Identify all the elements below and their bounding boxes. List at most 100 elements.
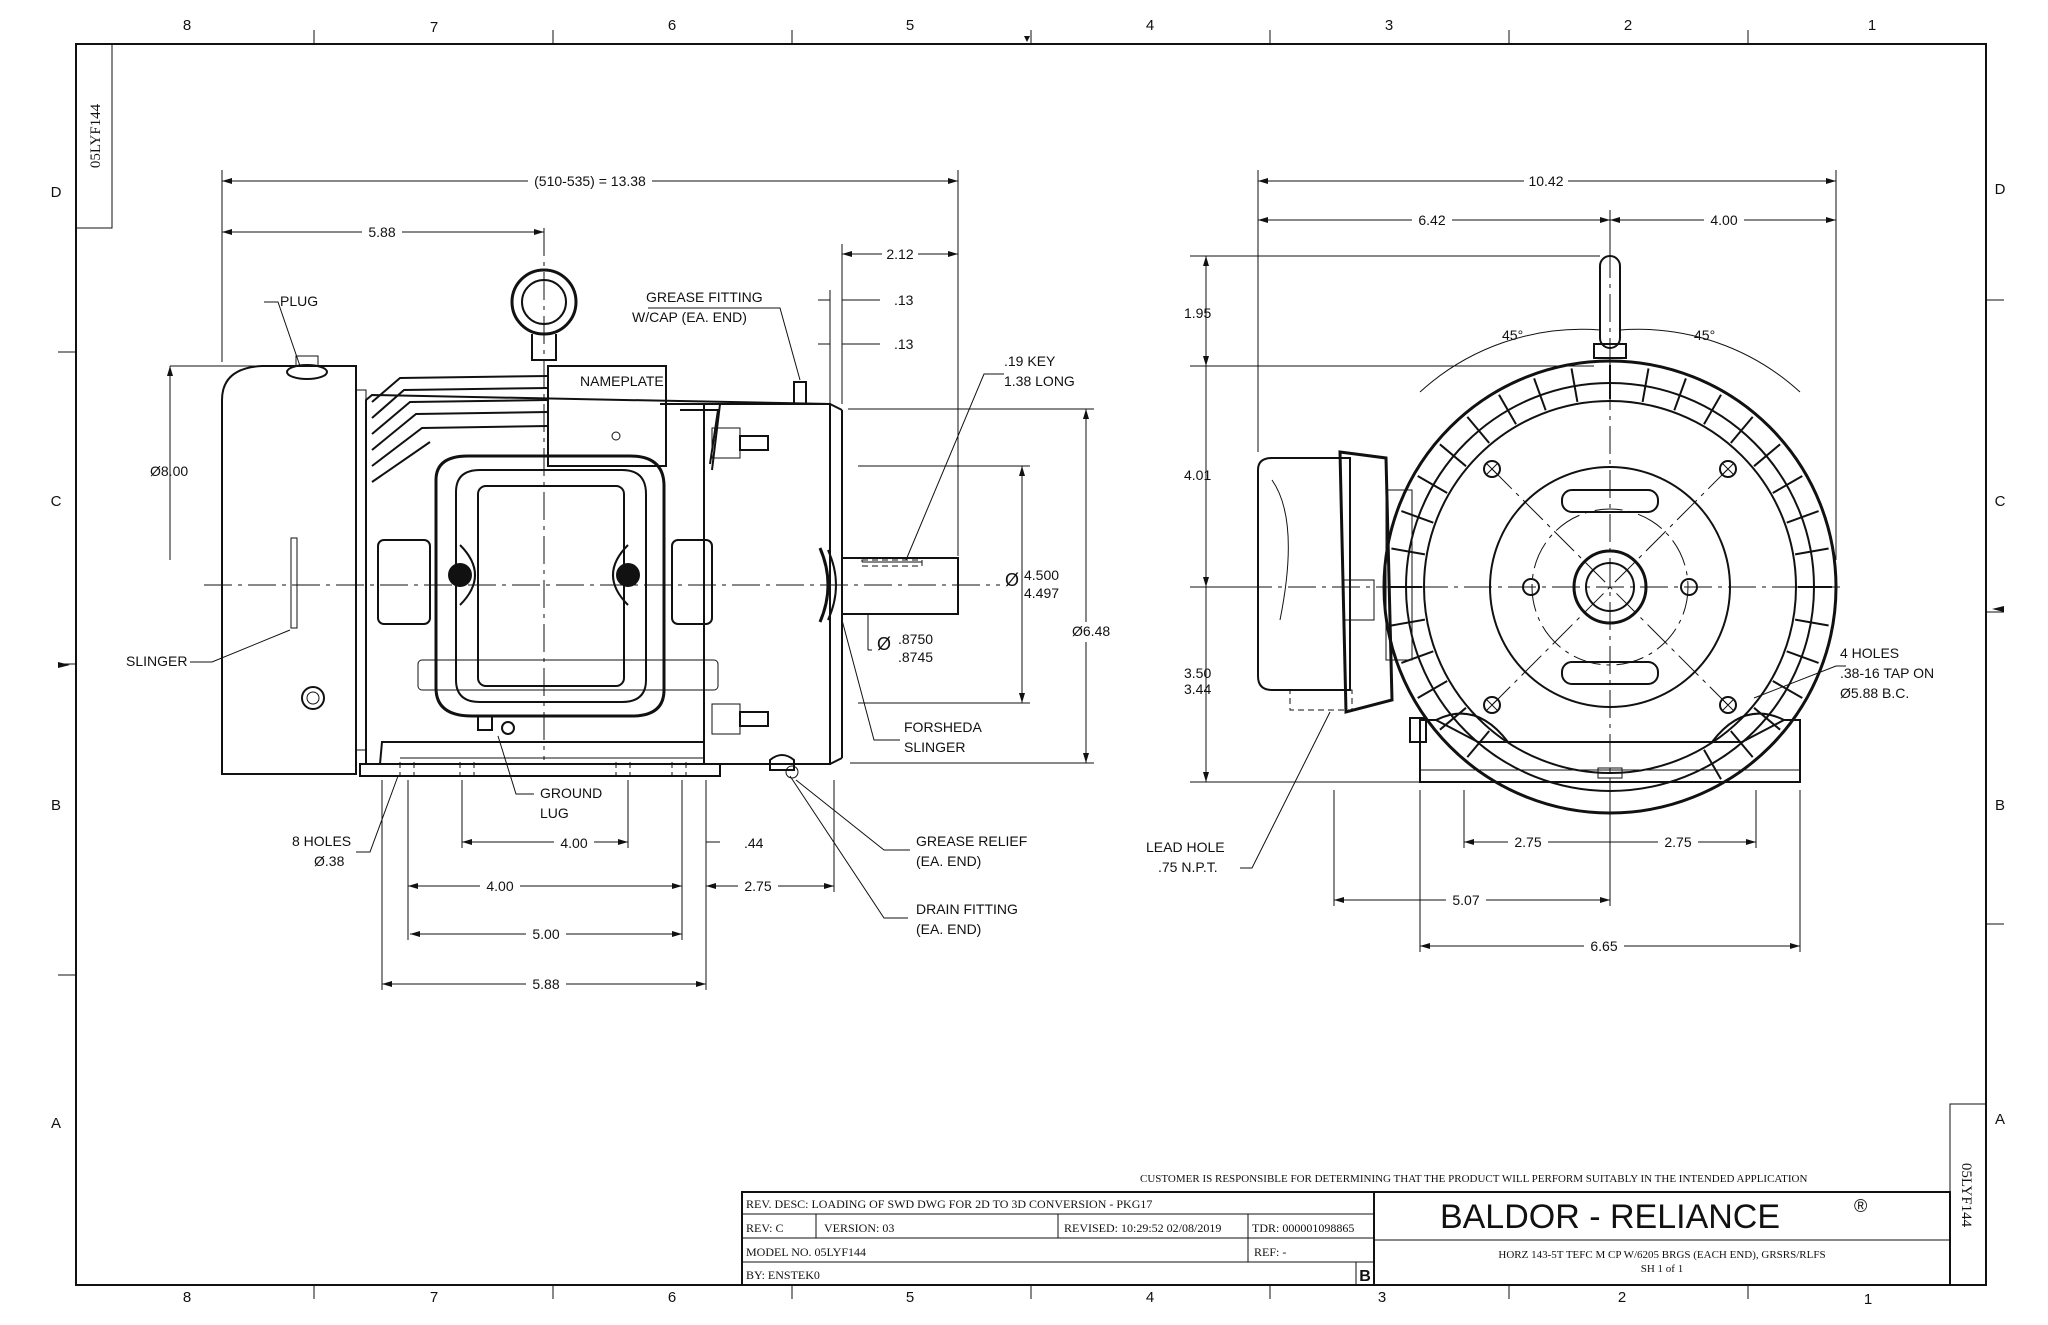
label-grease-relief-2: (EA. END) — [916, 853, 981, 869]
cooling-fin — [1466, 416, 1490, 444]
ground-lug-icon — [477, 715, 493, 731]
zone-right-B: B — [1995, 797, 2005, 814]
eyebolt-icon — [510, 268, 578, 336]
dim-6-42: 6.42 — [1418, 212, 1445, 228]
cooling-fin — [1533, 378, 1547, 411]
label-forsheda-1: FORSHEDA — [904, 719, 982, 735]
sheet-number-text: SH 1 of 1 — [1641, 1263, 1683, 1275]
dim-13-b: .13 — [894, 336, 914, 352]
cooling-fin — [1391, 618, 1426, 627]
label-grease-relief-1: GREASE RELIEF — [916, 833, 1027, 849]
forsheda-slinger-icon — [818, 547, 830, 623]
zone-top-3: 3 — [1385, 17, 1393, 34]
label-4-holes-3: Ø5.88 B.C. — [1840, 685, 1909, 701]
dim-5-00: 5.00 — [532, 926, 559, 942]
cooling-fin — [1498, 394, 1517, 425]
dim-2-75: 2.75 — [744, 878, 771, 894]
mounting-feet — [359, 741, 721, 777]
drain-fitting-icon — [785, 765, 799, 779]
by-text: BY: ENSTEK0 — [746, 1268, 820, 1282]
ref-text: REF: - — [1254, 1245, 1286, 1259]
label-key-2: 1.38 LONG — [1004, 373, 1075, 389]
cooling-fin — [1753, 443, 1781, 467]
plug-icon — [286, 364, 328, 380]
zone-top-6: 6 — [668, 17, 676, 34]
dim-8-00: Ø8.00 — [150, 463, 188, 479]
grease-fitting-icon — [793, 381, 807, 405]
rev-text: REV: C — [746, 1221, 783, 1235]
version-text: VERSION: 03 — [824, 1221, 894, 1235]
tdr-text: TDR: 000001098865 — [1252, 1221, 1354, 1235]
label-lead-hole-2: .75 N.P.T. — [1158, 859, 1218, 875]
rev-desc-text: REV. DESC: LOADING OF SWD DWG FOR 2D TO … — [746, 1197, 1152, 1211]
label-lead-hole-1: LEAD HOLE — [1146, 839, 1225, 855]
zone-left-B: B — [51, 797, 61, 814]
dim-2-12: 2.12 — [886, 246, 913, 262]
dim-5-88-bottom: 5.88 — [532, 976, 559, 992]
dim-overall-length: (510-535) = 13.38 — [534, 173, 646, 189]
doc-id-top-left: 05LYF144 — [75, 43, 113, 229]
description-text: HORZ 143-5T TEFC M CP W/6205 BRGS (EACH … — [1498, 1249, 1825, 1261]
zone-bottom-4: 4 — [1146, 1289, 1154, 1306]
dim-3-50: 3.50 — [1184, 665, 1211, 681]
cooling-fin — [1786, 650, 1819, 664]
grease-relief-icon — [769, 754, 795, 771]
conduit-box — [434, 454, 666, 718]
cooling-fin — [1772, 475, 1803, 494]
brand-logo-text: BALDOR - RELIANCE — [1440, 1198, 1780, 1236]
label-slinger: SLINGER — [126, 653, 187, 669]
dim-4-00-end: 4.00 — [1710, 212, 1737, 228]
side-view-motor — [204, 228, 1000, 779]
dim-5-07: 5.07 — [1452, 892, 1479, 908]
conduit-bolt-left-icon — [448, 563, 472, 587]
end-view-callouts: 4 HOLES .38-16 TAP ON Ø5.88 B.C. LEAD HO… — [1146, 645, 1934, 875]
label-drain-fitting-2: (EA. END) — [916, 921, 981, 937]
label-ground-1: GROUND — [540, 785, 602, 801]
dim-diameter-symbol-shaft: Ø — [1005, 570, 1019, 590]
disclaimer-text: CUSTOMER IS RESPONSIBLE FOR DETERMINING … — [1140, 1173, 1807, 1185]
zone-right-D: D — [1995, 181, 2006, 198]
label-key-1: .19 KEY — [1004, 353, 1056, 369]
end-view-fins — [1388, 365, 1832, 780]
cooling-fin — [1439, 443, 1467, 467]
side-view-arrowheads — [167, 178, 1089, 987]
dim-44: .44 — [744, 835, 764, 851]
title-block: CUSTOMER IS RESPONSIBLE FOR DETERMINING … — [741, 1173, 1951, 1286]
dim-2-75-b: 2.75 — [1664, 834, 1691, 850]
zone-top-8: 8 — [183, 17, 191, 34]
zone-labels: 8 7 6 5 4 3 2 1 8 7 6 5 4 3 2 1 D C B A … — [51, 17, 2006, 1308]
cooling-fin — [1401, 510, 1434, 524]
label-grease-fitting-1: GREASE FITTING — [646, 289, 763, 305]
cooling-fin — [1466, 730, 1490, 758]
zone-left-D: D — [51, 184, 62, 201]
label-holes-2: Ø.38 — [314, 853, 345, 869]
conduit-bolt-right-icon — [616, 563, 640, 587]
end-view-motor — [1200, 250, 1840, 815]
zone-bottom-3: 3 — [1378, 1289, 1386, 1306]
revised-text: REVISED: 10:29:52 02/08/2019 — [1064, 1221, 1221, 1235]
cooling-fin — [1753, 707, 1781, 731]
zone-bottom-6: 6 — [668, 1289, 676, 1306]
cooling-fin — [1439, 707, 1467, 731]
cooling-fin — [1703, 394, 1722, 425]
dim-3-44: 3.44 — [1184, 681, 1211, 697]
label-drain-fitting-1: DRAIN FITTING — [916, 901, 1018, 917]
label-forsheda-2: SLINGER — [904, 739, 965, 755]
cooling-fin — [1730, 416, 1754, 444]
zone-top-1: 1 — [1868, 17, 1876, 34]
zone-left-C: C — [51, 493, 62, 510]
zone-right-C: C — [1995, 493, 2006, 510]
zone-left-A: A — [51, 1115, 61, 1132]
cooling-fins — [371, 375, 722, 483]
label-holes-1: 8 HOLES — [292, 833, 351, 849]
dim-6-65: 6.65 — [1590, 938, 1617, 954]
cooling-fin — [1391, 547, 1426, 556]
cooling-fin — [1570, 368, 1579, 403]
dim-4-500: 4.500 — [1024, 567, 1059, 583]
brand-registered-mark: ® — [1854, 1196, 1867, 1216]
dim-diameter-symbol-key: Ø — [877, 634, 891, 654]
cooling-fin — [1794, 618, 1829, 627]
end-view-dimension-text: 10.42 6.42 4.00 1.95 45° 45° 4.01 3.50 3… — [1184, 172, 1744, 955]
model-no-text: MODEL NO. 05LYF144 — [746, 1245, 866, 1259]
dim-10-42: 10.42 — [1528, 173, 1563, 189]
